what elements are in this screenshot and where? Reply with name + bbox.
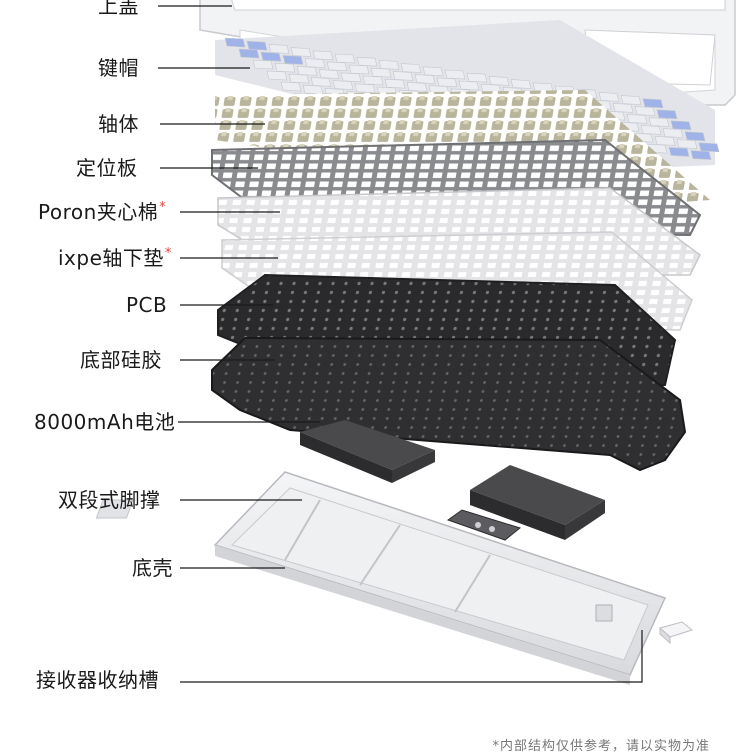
keycap bbox=[319, 70, 339, 79]
keycap bbox=[349, 65, 369, 74]
keycap bbox=[341, 73, 361, 82]
footnote: *内部结构仅供参考，请以实物为准 bbox=[492, 735, 710, 754]
keycap bbox=[253, 60, 273, 69]
keycap bbox=[311, 77, 331, 86]
keycap bbox=[677, 140, 697, 149]
keycap bbox=[643, 99, 663, 108]
label-plate: 定位板 bbox=[76, 156, 138, 180]
keycap bbox=[357, 57, 377, 66]
label-poron: Poron夹心棉* bbox=[38, 200, 166, 224]
label-feet: 双段式脚撑 bbox=[58, 488, 161, 512]
keycap bbox=[261, 52, 281, 61]
keycap bbox=[699, 143, 719, 152]
label-pcb: PCB bbox=[126, 293, 167, 317]
keycap bbox=[305, 59, 325, 68]
keycap bbox=[635, 107, 655, 116]
keycap bbox=[657, 110, 677, 119]
keycap bbox=[685, 132, 705, 141]
keycap bbox=[533, 83, 553, 92]
keycap bbox=[363, 76, 383, 85]
label-bottom-case: 底壳 bbox=[132, 556, 173, 580]
keycap bbox=[445, 70, 465, 79]
keycap bbox=[655, 136, 675, 145]
keycap bbox=[393, 71, 413, 80]
keycap bbox=[489, 76, 509, 85]
keycap bbox=[333, 81, 353, 90]
label-ixpe: ixpe轴下垫* bbox=[58, 246, 172, 270]
keycap bbox=[459, 81, 479, 90]
label-poron-text: Poron夹心棉 bbox=[38, 200, 158, 224]
label-ixpe-text: ixpe轴下垫 bbox=[58, 246, 164, 270]
keycap bbox=[247, 41, 267, 50]
keycap bbox=[239, 49, 259, 58]
keycap bbox=[371, 68, 391, 77]
keycap bbox=[511, 80, 531, 89]
keycap bbox=[297, 66, 317, 75]
keycap bbox=[269, 44, 289, 53]
asterisk-mark: * bbox=[159, 200, 166, 215]
keycap bbox=[267, 71, 287, 80]
keycap bbox=[621, 96, 641, 105]
keycap bbox=[423, 67, 443, 76]
keycap bbox=[641, 125, 661, 134]
receiver-dongle bbox=[660, 622, 692, 643]
keycap bbox=[691, 151, 711, 160]
keycap bbox=[663, 129, 683, 138]
keycap bbox=[283, 55, 303, 64]
keycap bbox=[379, 60, 399, 69]
keycap bbox=[289, 74, 309, 83]
label-battery: 8000mAh电池 bbox=[34, 410, 175, 434]
label-top-cover: 上盖 bbox=[98, 0, 139, 18]
keycap bbox=[437, 78, 457, 87]
keycap bbox=[401, 64, 421, 73]
keycap bbox=[627, 114, 647, 123]
label-bottom-silicone: 底部硅胶 bbox=[80, 348, 162, 372]
keycap bbox=[669, 147, 689, 156]
label-receiver-slot: 接收器收纳槽 bbox=[36, 668, 159, 692]
keycap bbox=[407, 82, 427, 91]
asterisk-mark: * bbox=[165, 246, 172, 261]
keycap bbox=[327, 62, 347, 71]
keycap bbox=[649, 118, 669, 127]
keycap bbox=[275, 63, 295, 72]
keycap bbox=[467, 73, 487, 82]
keycap bbox=[415, 75, 435, 84]
keycap bbox=[281, 82, 301, 91]
keycap bbox=[291, 48, 311, 57]
keycap bbox=[385, 79, 405, 88]
keycap bbox=[355, 84, 375, 93]
keycap bbox=[313, 51, 333, 60]
keycap bbox=[335, 54, 355, 63]
label-keycaps: 键帽 bbox=[98, 56, 139, 80]
keycap bbox=[671, 121, 691, 130]
keycap bbox=[613, 103, 633, 112]
keycap bbox=[303, 85, 323, 94]
keycap bbox=[225, 38, 245, 47]
label-switches: 轴体 bbox=[98, 112, 139, 136]
keycap bbox=[599, 92, 619, 101]
bottom-silicone-layer bbox=[212, 338, 685, 470]
